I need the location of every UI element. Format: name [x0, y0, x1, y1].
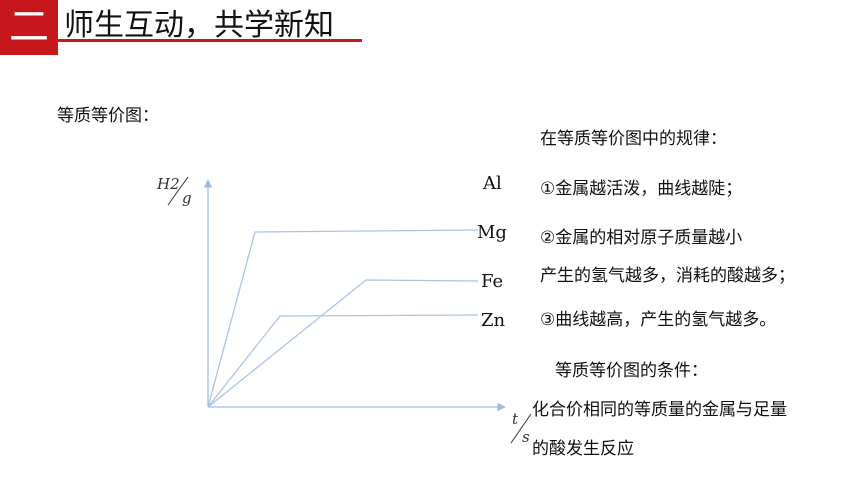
curve-zn — [207, 314, 479, 408]
conditions-title: 等质等价图的条件： — [555, 361, 708, 381]
diagram-label: 等质等价图： — [57, 106, 159, 126]
rules-title: 在等质等价图中的规律： — [540, 129, 727, 149]
title-underline — [58, 39, 362, 42]
x-axis-label-top: t — [512, 410, 519, 428]
metal-label-al: Al — [482, 173, 502, 194]
page-title: 师生互动，共学新知 — [64, 8, 334, 43]
section-number: 二 — [9, 4, 49, 50]
curve-mg — [207, 229, 479, 408]
x-axis-label-slash — [510, 413, 532, 444]
y-axis-label-top: H2 — [156, 175, 180, 193]
metal-label-fe: Fe — [481, 271, 503, 292]
rule-item: ③曲线越高，产生的氢气越多。 — [540, 310, 777, 330]
metal-label-mg: Mg — [477, 222, 507, 243]
rule-item: 产生的氢气越多，消耗的酸越多； — [540, 266, 795, 286]
section-badge — [0, 0, 58, 55]
curve-fe — [207, 279, 479, 408]
rule-item: ①金属越活泼，曲线越陡； — [540, 179, 743, 199]
condition-item: 的酸发生反应 — [532, 439, 634, 459]
condition-item: 化合价相同的等质量的金属与足量 — [532, 400, 787, 420]
y-axis-label-bottom: g — [182, 189, 192, 207]
rule-item: ②金属的相对原子质量越小 — [540, 228, 743, 248]
metal-label-zn: Zn — [481, 310, 506, 331]
x-axis-label-bottom: s — [522, 428, 530, 446]
y-axis-label-slash — [167, 176, 189, 206]
